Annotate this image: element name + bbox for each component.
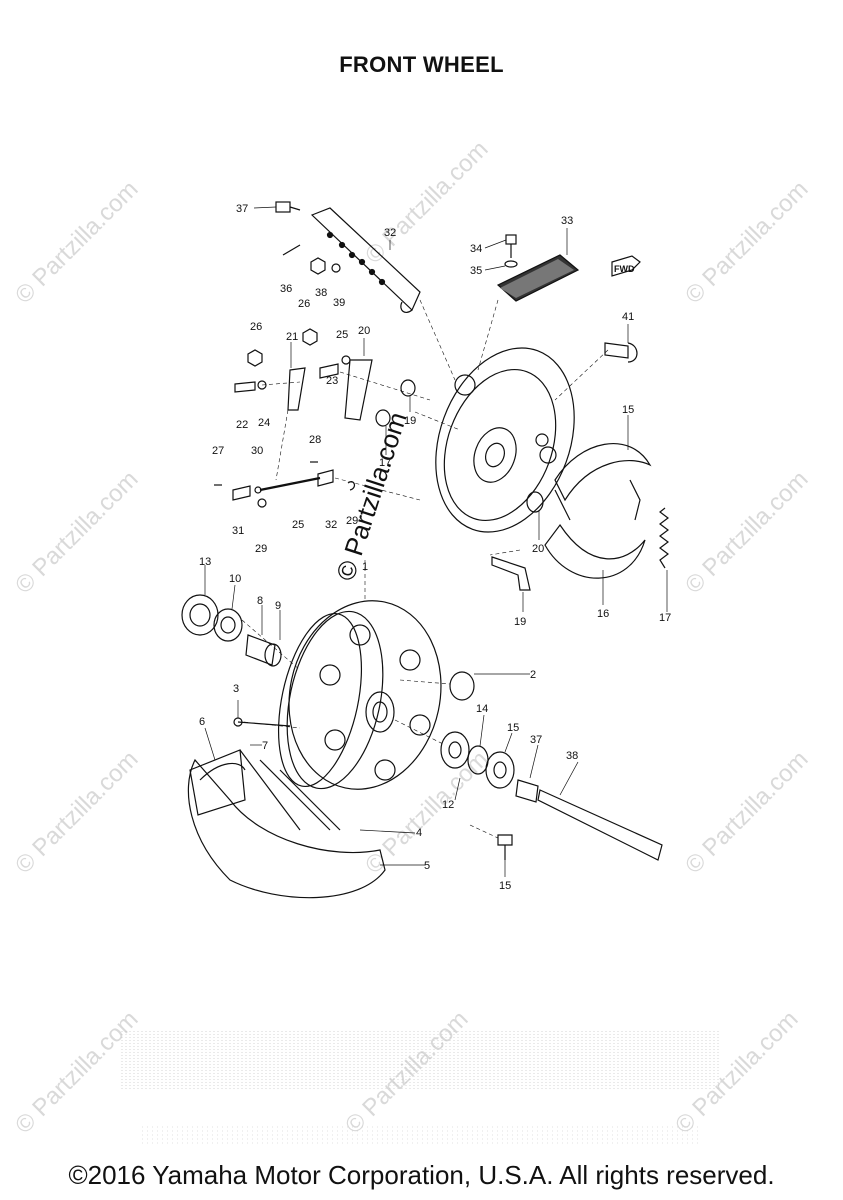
callout: 25 — [292, 519, 304, 531]
copyright-footer: ©2016 Yamaha Motor Corporation, U.S.A. A… — [68, 1160, 775, 1190]
callout: 15 — [507, 722, 519, 734]
callout: 19 — [514, 616, 526, 628]
callout: 4 — [416, 827, 422, 839]
callout: 29 — [346, 515, 358, 527]
callout: 41 — [622, 311, 634, 323]
brake-panel — [435, 347, 575, 533]
callout: 38 — [315, 287, 327, 299]
callout: 32 — [325, 519, 337, 531]
callout: 6 — [199, 716, 205, 728]
callout: 15 — [499, 880, 511, 892]
callout: 34 — [470, 243, 482, 255]
callout: 1 — [362, 561, 368, 573]
diagram-title: FRONT WHEEL — [339, 52, 504, 77]
callout: 19 — [404, 415, 416, 427]
brake-arm-plate — [310, 207, 421, 314]
callout: 37 — [236, 203, 248, 215]
callout: 13 — [199, 556, 211, 568]
callout: 9 — [275, 600, 281, 612]
callout: 10 — [229, 573, 241, 585]
fwd-label: FWD — [614, 264, 635, 274]
bolt-43 — [275, 201, 301, 213]
callout: 15 — [622, 404, 634, 416]
callout: 17 — [659, 612, 671, 624]
callout: 27 — [212, 445, 224, 457]
callout: 20 — [532, 543, 544, 555]
pad-33 — [496, 254, 580, 302]
scan-noise — [120, 1030, 720, 1090]
callout: 20 — [358, 325, 370, 337]
callout: 38 — [566, 750, 578, 762]
callout: 36 — [280, 283, 292, 295]
callout: 30 — [251, 445, 263, 457]
callout: 7 — [262, 740, 268, 752]
callout: 33 — [561, 215, 573, 227]
callout: 29 — [255, 543, 267, 555]
callout: 32 — [384, 227, 396, 239]
callout: 22 — [236, 419, 248, 431]
callout: 25 — [336, 329, 348, 341]
callout: 14 — [476, 703, 488, 715]
callout: 21 — [286, 331, 298, 343]
wheel-hub — [277, 600, 442, 790]
callout: 17 — [379, 457, 391, 469]
callout: 3 — [233, 683, 239, 695]
callout: 31 — [232, 525, 244, 537]
callout: 26 — [298, 298, 310, 310]
callout: 5 — [424, 860, 430, 872]
callout: 37 — [530, 734, 542, 746]
callout: 28 — [309, 434, 321, 446]
callout: 12 — [442, 799, 454, 811]
callout: 23 — [326, 375, 338, 387]
callout: 39 — [333, 297, 345, 309]
callout: 2 — [530, 669, 536, 681]
callout: 26 — [250, 321, 262, 333]
callout: 8 — [257, 595, 263, 607]
callout: 35 — [470, 265, 482, 277]
tire-fender — [187, 749, 386, 899]
callout: 16 — [597, 608, 609, 620]
brake-shoes — [544, 443, 652, 579]
callout: 24 — [258, 417, 270, 429]
scan-noise — [140, 1125, 700, 1145]
